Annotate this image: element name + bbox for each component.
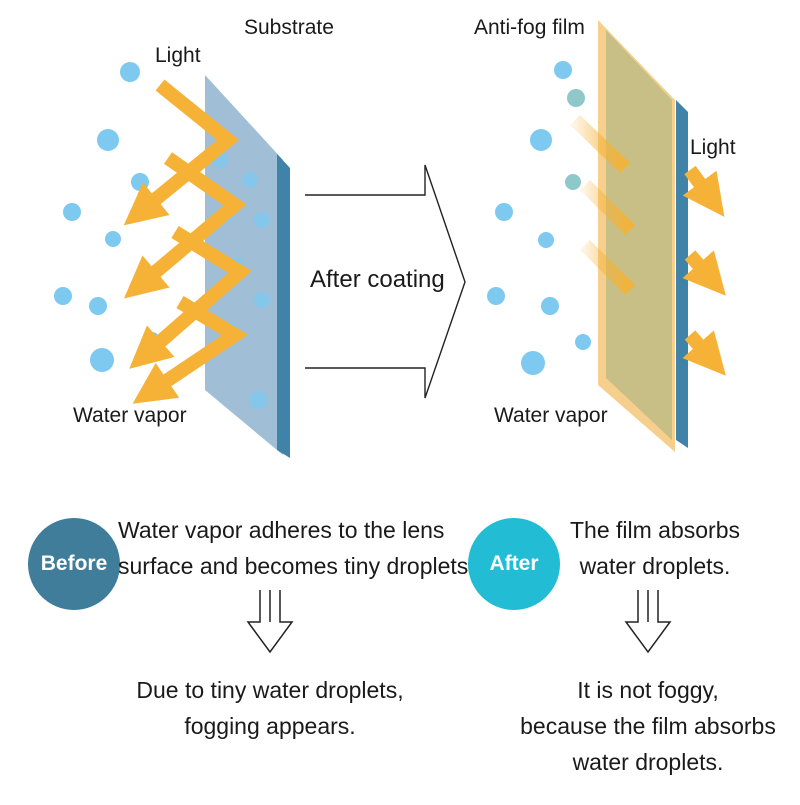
substrate-label: Substrate <box>244 16 334 39</box>
after-result-line-2: because the film absorbs <box>520 713 776 739</box>
water-droplets-right <box>487 61 591 375</box>
light-arrow <box>123 152 247 299</box>
down-arrow-before <box>246 590 294 654</box>
droplet <box>521 351 545 375</box>
before-line-2: surface and becomes tiny droplets. <box>118 553 475 579</box>
droplet <box>541 297 559 315</box>
film-overlap <box>606 30 672 440</box>
after-coating-arrow <box>305 164 466 399</box>
droplet <box>254 292 270 308</box>
droplet <box>97 129 119 151</box>
after-description: The film absorbs water droplets. <box>555 512 755 584</box>
droplet <box>249 391 267 409</box>
before-badge-label: Before <box>40 552 108 575</box>
water-vapor-label-left: Water vapor <box>73 404 187 427</box>
droplet <box>54 287 72 305</box>
light-arrow <box>123 79 240 226</box>
before-result: Due to tiny water droplets, fogging appe… <box>110 672 430 744</box>
light-arrow <box>682 330 726 376</box>
light-ray <box>570 114 630 174</box>
after-result: It is not foggy, because the film absorb… <box>510 672 786 780</box>
light-label-left: Light <box>155 44 201 67</box>
before-result-line-2: fogging appears. <box>184 713 356 739</box>
light-ray <box>580 180 635 235</box>
anti-fog-film <box>598 20 675 452</box>
light-arrow <box>132 295 249 404</box>
light-label-right: Light <box>690 136 736 159</box>
droplet <box>63 203 81 221</box>
after-result-line-3: water droplets. <box>572 749 724 775</box>
after-badge-label: After <box>489 552 539 575</box>
light-arrow <box>682 250 726 296</box>
down-arrow-after <box>624 590 672 654</box>
droplet <box>567 89 585 107</box>
light-ray <box>580 240 635 295</box>
light-arrow <box>129 226 252 369</box>
anti-fog-film-label: Anti-fog film <box>474 16 585 39</box>
droplet <box>254 212 270 228</box>
droplet <box>105 231 121 247</box>
light-arrow <box>682 165 725 217</box>
droplet <box>89 297 107 315</box>
transmitted-light-rays <box>570 114 726 376</box>
before-badge: Before <box>28 518 120 610</box>
after-badge: After <box>468 518 560 610</box>
after-result-line-1: It is not foggy, <box>577 677 719 703</box>
before-description: Water vapor adheres to the lens surface … <box>118 512 475 584</box>
droplet <box>242 172 258 188</box>
droplet <box>530 129 552 151</box>
substrate-edge-right <box>676 100 688 448</box>
after-line-1: The film absorbs <box>569 517 740 543</box>
droplet <box>538 232 554 248</box>
droplet <box>487 287 505 305</box>
droplet <box>90 348 114 372</box>
substrate-edge <box>277 154 290 458</box>
droplet <box>565 174 581 190</box>
droplet <box>495 203 513 221</box>
before-line-1: Water vapor adheres to the lens <box>118 517 445 543</box>
water-vapor-label-right: Water vapor <box>494 404 608 427</box>
reflected-light-arrows <box>123 79 252 404</box>
after-line-2: water droplets. <box>579 553 731 579</box>
droplet <box>554 61 572 79</box>
droplet <box>120 62 140 82</box>
droplet <box>575 334 591 350</box>
before-result-line-1: Due to tiny water droplets, <box>136 677 404 703</box>
after-coating-label: After coating <box>310 266 445 293</box>
droplet <box>131 173 149 191</box>
